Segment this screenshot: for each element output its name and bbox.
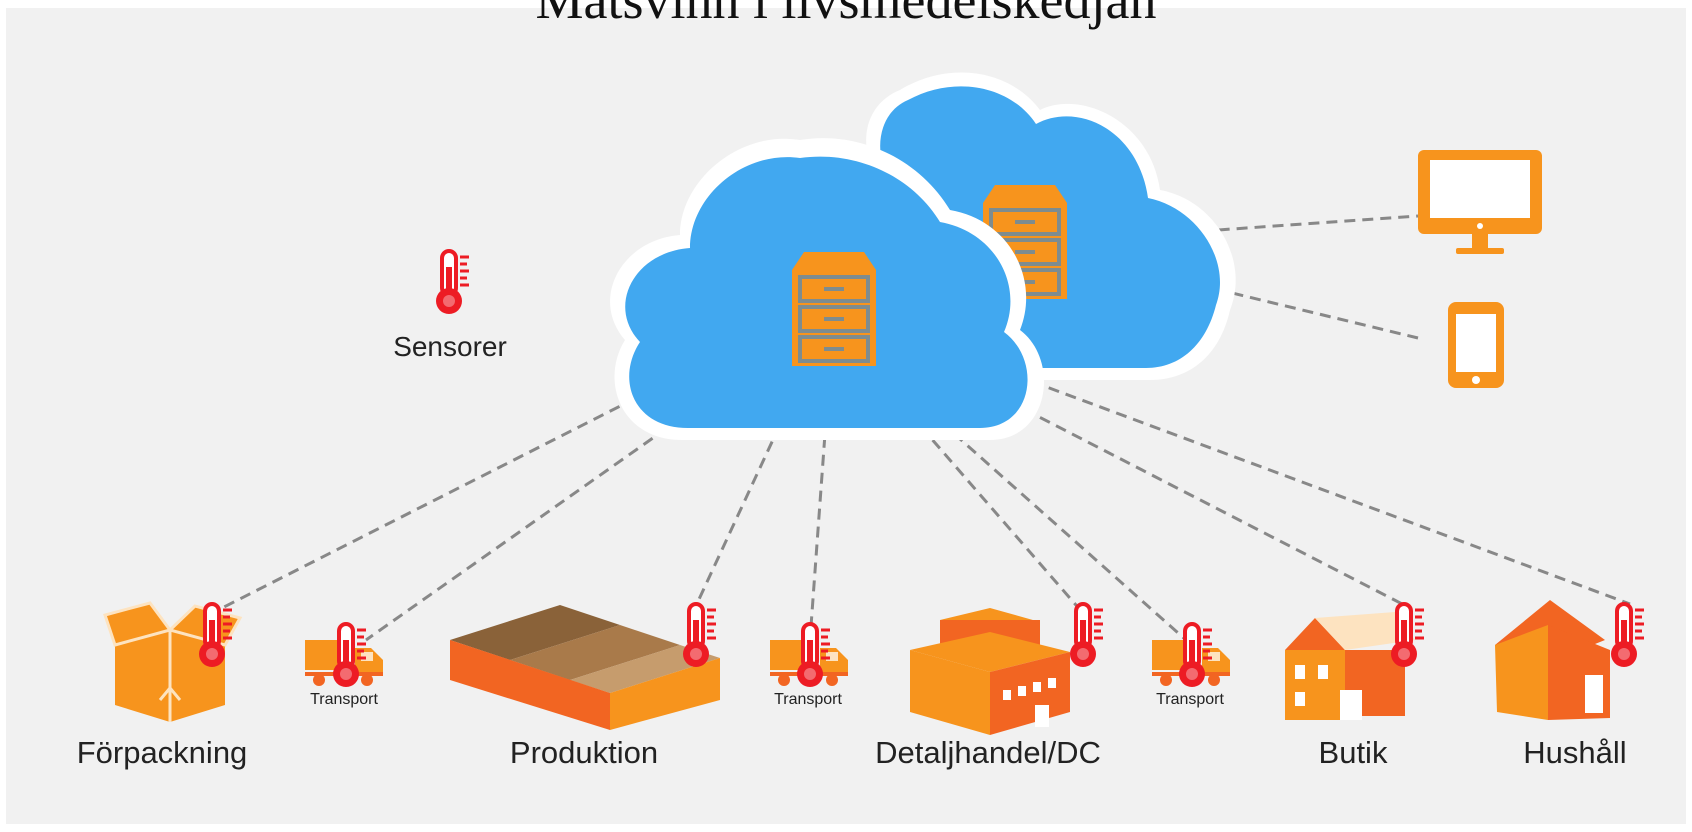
tablet-icon (1448, 302, 1504, 388)
stage-label-detaljhandel: Detaljhandel/DC (875, 735, 1101, 770)
stage-label-butik: Butik (1319, 735, 1388, 770)
hushall-thermometer-icon (1609, 602, 1646, 669)
connection-line-forpackning (221, 323, 781, 610)
stage-label-produktion: Produktion (510, 735, 658, 770)
stage-label-hushall: Hushåll (1523, 735, 1626, 770)
transport-label-1: Transport (310, 691, 378, 708)
factory-icon (450, 605, 720, 730)
transport-label-2: Transport (774, 691, 842, 708)
butik-thermometer-icon (1389, 602, 1426, 669)
detaljhandel-thermometer-icon (1068, 602, 1105, 669)
page-title: Matsvinn i livsmedelskedjan (535, 0, 1157, 30)
sensor-label: Sensorer (393, 331, 507, 362)
connection-line-transport-1 (365, 343, 786, 642)
monitor-icon (1418, 150, 1542, 254)
stage-label-forpackning: Förpackning (77, 735, 248, 770)
warehouse-icon (910, 608, 1070, 735)
shop-icon (1285, 612, 1415, 720)
house-icon (1495, 600, 1610, 720)
transport-label-3: Transport (1156, 691, 1224, 708)
server-cabinet-front (790, 250, 878, 368)
sensor-thermometer-icon (434, 249, 471, 316)
